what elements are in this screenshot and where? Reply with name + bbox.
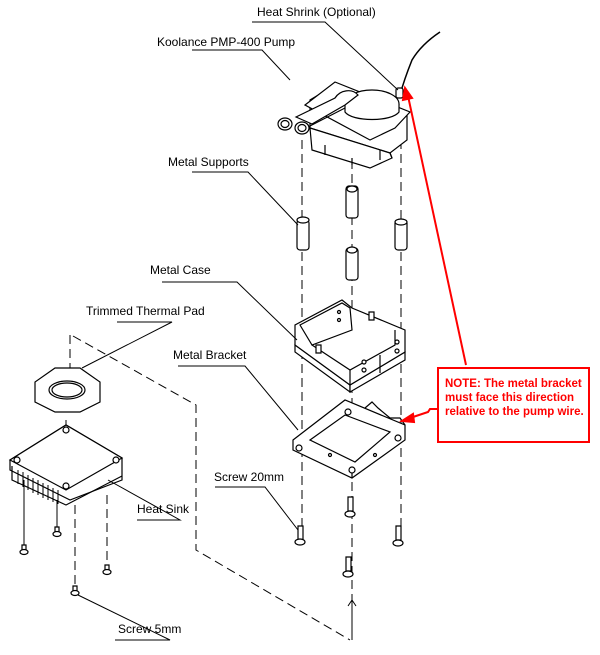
- thermal-pad-drawing: [35, 368, 100, 412]
- label-pump: Koolance PMP-400 Pump: [157, 35, 296, 49]
- metal-support-left: [297, 217, 309, 250]
- screw-20mm-left: [295, 526, 305, 545]
- screw-5mm-4: [71, 586, 79, 596]
- note-line-3: relative to the pump wire.: [445, 406, 584, 418]
- metal-support-right: [395, 219, 407, 250]
- label-screw-5mm: Screw 5mm: [118, 622, 182, 636]
- note-box: NOTE: The metal bracket must face this d…: [437, 367, 590, 443]
- metal-supports-drawing: [297, 186, 407, 280]
- pump-drawing: [278, 32, 440, 168]
- note-line-1: NOTE: The metal bracket: [445, 378, 582, 390]
- arrow-to-bracket: [410, 409, 437, 418]
- heat-shrink: [396, 88, 403, 98]
- screws-5mm-drawing: [20, 527, 111, 596]
- metal-case-drawing: [295, 300, 405, 392]
- leader-metal-supports: [192, 172, 298, 225]
- leader-heat-shrink: [252, 22, 398, 90]
- leader-pump: [192, 50, 290, 80]
- label-metal-case: Metal Case: [150, 263, 211, 277]
- label-metal-bracket: Metal Bracket: [173, 348, 247, 362]
- leader-heat-sink: [108, 480, 180, 520]
- arrow-head-pump-wire: [403, 88, 412, 100]
- leader-screw-20mm: [215, 487, 298, 530]
- label-heat-sink: Heat Sink: [137, 502, 190, 516]
- screw-5mm-3: [103, 565, 111, 575]
- metal-bracket-drawing: [293, 400, 405, 478]
- screw-20mm-center-top: [345, 497, 355, 517]
- note-arrows: [402, 88, 466, 422]
- screw-5mm-1: [20, 545, 28, 555]
- metal-support-center-top: [346, 186, 358, 218]
- screw-20mm-right: [393, 526, 403, 546]
- leader-metal-bracket: [178, 366, 298, 430]
- pump-wire: [400, 32, 440, 95]
- screws-20mm-drawing: [295, 497, 403, 577]
- heat-sink-fins: [18, 470, 58, 504]
- leader-lines: [78, 22, 398, 640]
- metal-support-center-bottom: [346, 247, 358, 280]
- note-line-2: must face this direction: [445, 392, 575, 404]
- heat-sink-drawing: [10, 425, 122, 505]
- screw-20mm-center-bottom: [343, 557, 353, 577]
- leader-thermal-pad: [82, 322, 172, 368]
- pad-route-line: [73, 336, 350, 640]
- label-metal-supports: Metal Supports: [168, 155, 249, 169]
- leader-screw-5mm: [78, 595, 170, 640]
- leader-metal-case: [162, 282, 297, 340]
- arrow-to-pump-wire: [408, 96, 466, 365]
- label-trimmed-thermal-pad: Trimmed Thermal Pad: [86, 304, 205, 318]
- label-heat-shrink: Heat Shrink (Optional): [257, 5, 376, 19]
- arrow-head-bracket: [402, 414, 414, 422]
- screw-5mm-2: [53, 527, 61, 537]
- label-screw-20mm: Screw 20mm: [214, 470, 285, 484]
